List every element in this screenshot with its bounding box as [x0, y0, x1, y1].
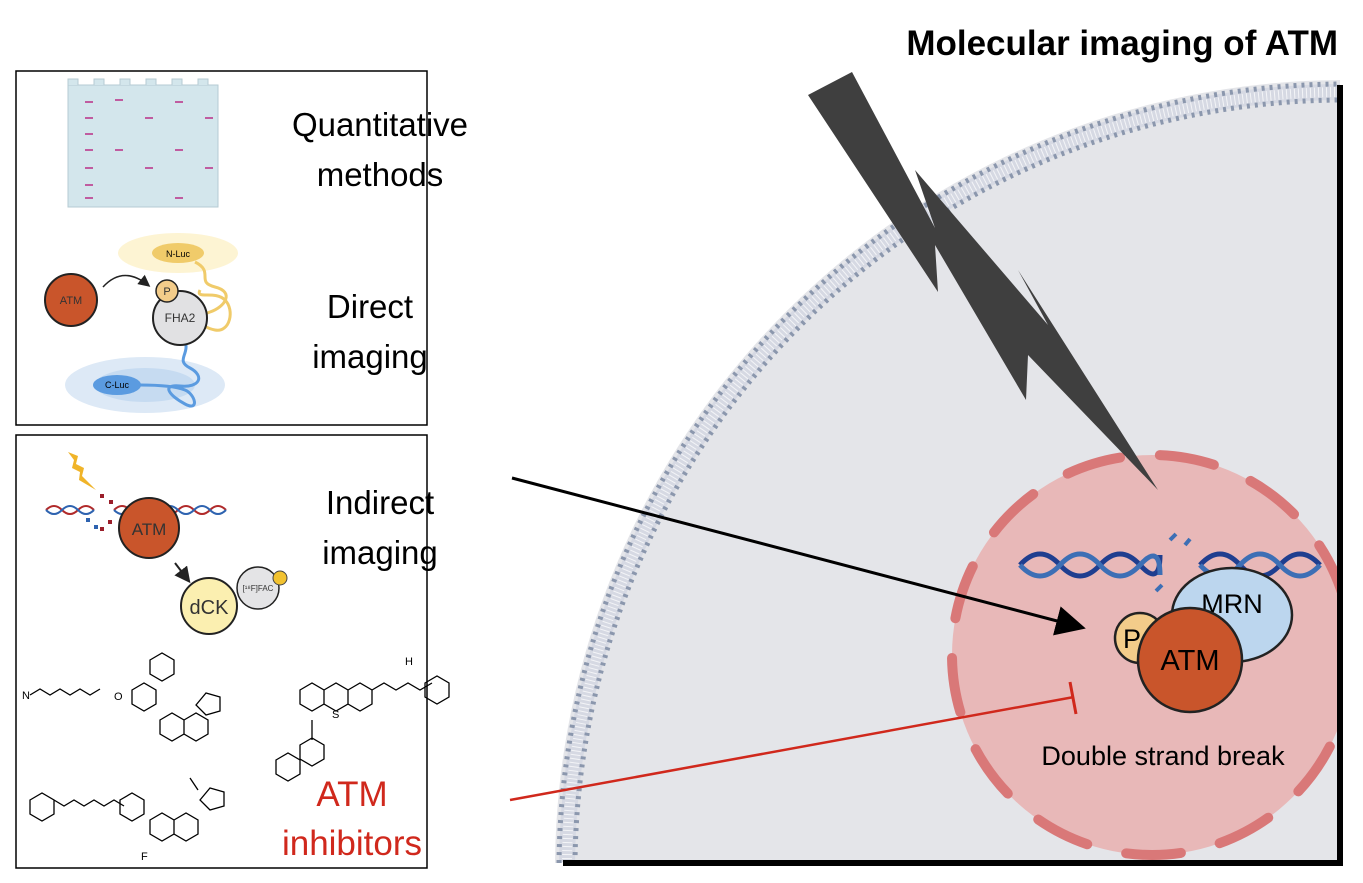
quantitative-label-1: Quantitative [292, 106, 468, 143]
inhibitors-label-2: inhibitors [282, 824, 422, 863]
atom-n: N [22, 690, 30, 702]
atom-h: H [405, 656, 413, 668]
indirect-imaging-diagram: ATM dCK [¹⁸F]FAC [45, 452, 288, 635]
direct-label-1: Direct [327, 288, 413, 325]
atom-s: S [332, 709, 339, 721]
indirect-atm-label: ATM [132, 520, 167, 539]
cell-membrane [559, 84, 1341, 864]
direct-atm-label: ATM [60, 295, 82, 307]
nuclear-envelope [947, 450, 1340, 860]
atm-label: ATM [1160, 645, 1219, 677]
chemical-atom-labels: N O S H F [22, 656, 413, 863]
nluc-label: N-Luc [166, 249, 191, 259]
direct-label-2: imaging [312, 338, 428, 375]
atom-f: F [141, 851, 148, 863]
quantitative-label-2: methods [317, 156, 444, 193]
indirect-imaging-arrow [511, 476, 1086, 636]
split-luciferase-diagram: N-Luc C-Luc ATM FHA2 P [44, 233, 238, 413]
direct-p-label: P [163, 286, 170, 298]
radioactive-icon [272, 570, 288, 586]
inhibition-bar [1068, 681, 1078, 715]
inhibition-line [509, 695, 1075, 802]
fha2-label: FHA2 [165, 311, 196, 325]
dck-label: dCK [190, 597, 230, 619]
atom-o: O [114, 691, 123, 703]
small-lightning-icon [68, 452, 96, 490]
radiation-lightning-icon [808, 72, 1158, 490]
phosphate-label: P [1123, 624, 1141, 654]
atm-protein [1136, 606, 1244, 714]
membrane-inner-heads [572, 97, 1341, 864]
indirect-label-2: imaging [322, 534, 438, 571]
dsb-label: Double strand break [1041, 741, 1285, 771]
fac-label: [¹⁸F]FAC [243, 584, 274, 593]
cluc-label: C-Luc [105, 380, 130, 390]
page-title: Molecular imaging of ATM [906, 24, 1338, 63]
inhibitors-label-1: ATM [316, 775, 387, 814]
chemical-structures [29, 652, 450, 842]
gel-icon [67, 78, 219, 208]
membrane-outer-heads [556, 81, 1341, 864]
indirect-label-1: Indirect [326, 484, 434, 521]
dna-double-helix [1018, 532, 1322, 593]
